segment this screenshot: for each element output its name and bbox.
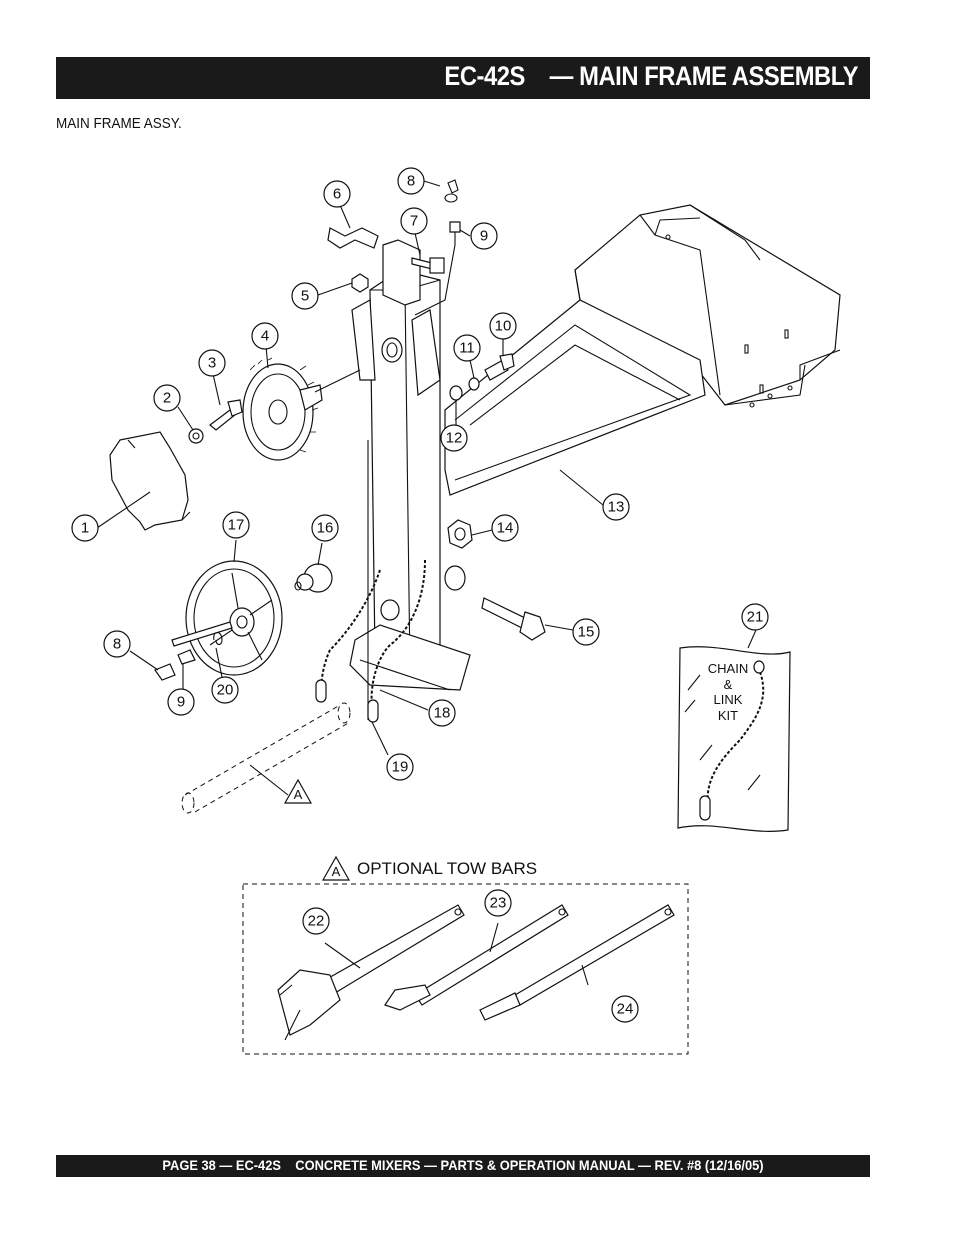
callout-24: 24 xyxy=(611,995,639,1023)
svg-text:11: 11 xyxy=(459,340,475,357)
callout-8-top: 8 xyxy=(397,167,425,195)
svg-text:23: 23 xyxy=(490,895,507,912)
drum-cover-part xyxy=(109,431,191,531)
vertical-post xyxy=(349,239,471,691)
callout-10: 10 xyxy=(489,312,517,340)
gear-part xyxy=(242,357,361,461)
optional-marker: A xyxy=(332,864,341,879)
section-subtitle: MAIN FRAME ASSY. xyxy=(56,115,182,132)
svg-text:9: 9 xyxy=(177,694,185,711)
callout-14: 14 xyxy=(491,514,519,542)
svg-text:4: 4 xyxy=(261,328,269,345)
svg-text:16: 16 xyxy=(317,520,334,537)
callout-19: 19 xyxy=(386,753,414,781)
callout-15: 15 xyxy=(572,618,600,646)
marker-a-label: A xyxy=(294,787,303,802)
chain-link-kit: CHAIN & LINK KIT xyxy=(677,646,791,832)
svg-text:2: 2 xyxy=(163,390,171,407)
handwheel-part xyxy=(171,560,333,676)
callout-1: 1 xyxy=(71,514,99,542)
optional-label: OPTIONAL TOW BARS xyxy=(357,859,537,878)
main-frame xyxy=(444,204,841,496)
callout-12: 12 xyxy=(440,424,468,452)
page-header: EC-42S — MAIN FRAME ASSEMBLY xyxy=(56,57,870,99)
kit-label-link: LINK xyxy=(714,692,743,707)
svg-text:21: 21 xyxy=(747,609,764,626)
svg-text:6: 6 xyxy=(333,186,341,203)
callout-11: 11 xyxy=(453,334,481,362)
svg-text:17: 17 xyxy=(228,517,245,534)
svg-text:8: 8 xyxy=(113,636,121,653)
tow-bar-outline: A xyxy=(181,702,351,814)
callout-2: 2 xyxy=(153,384,181,412)
svg-text:1: 1 xyxy=(81,520,89,537)
svg-text:22: 22 xyxy=(308,913,325,930)
callout-22: 22 xyxy=(302,907,330,935)
callout-7: 7 xyxy=(400,207,428,235)
kit-label-chain: CHAIN xyxy=(708,661,748,676)
callout-4: 4 xyxy=(251,322,279,350)
svg-text:10: 10 xyxy=(495,318,512,335)
svg-text:5: 5 xyxy=(301,288,309,305)
callout-20: 20 xyxy=(211,676,239,704)
svg-text:7: 7 xyxy=(410,213,418,230)
callout-8-left: 8 xyxy=(103,630,131,658)
svg-text:19: 19 xyxy=(392,759,409,776)
page-title: EC-42S — MAIN FRAME ASSEMBLY xyxy=(444,61,858,91)
svg-text:13: 13 xyxy=(608,499,625,516)
svg-text:14: 14 xyxy=(497,520,514,537)
callout-18: 18 xyxy=(428,699,456,727)
callout-9-top: 9 xyxy=(470,222,498,250)
callout-6: 6 xyxy=(323,180,351,208)
callout-23: 23 xyxy=(484,889,512,917)
svg-text:20: 20 xyxy=(217,682,234,699)
svg-text:12: 12 xyxy=(446,430,463,447)
callout-13: 13 xyxy=(602,493,630,521)
leader-lines xyxy=(96,180,757,720)
svg-text:3: 3 xyxy=(208,355,216,372)
page-footer: PAGE 38 — EC-42S CONCRETE MIXERS — PARTS… xyxy=(56,1155,870,1177)
svg-text:24: 24 xyxy=(617,1001,634,1018)
callout-3: 3 xyxy=(198,349,226,377)
svg-text:8: 8 xyxy=(407,173,415,190)
svg-text:15: 15 xyxy=(578,624,595,641)
callout-5: 5 xyxy=(291,282,319,310)
optional-box xyxy=(242,883,689,1055)
optional-tow-bars: A OPTIONAL TOW BARS xyxy=(242,855,689,1055)
footer-text: PAGE 38 — EC-42S CONCRETE MIXERS — PARTS… xyxy=(162,1157,764,1173)
callout-21: 21 xyxy=(741,603,769,631)
kit-label-kit: KIT xyxy=(718,708,738,723)
callout-9-left: 9 xyxy=(167,688,195,716)
fasteners xyxy=(154,179,546,681)
callout-17: 17 xyxy=(222,511,250,539)
callout-16: 16 xyxy=(311,514,339,542)
svg-text:18: 18 xyxy=(434,705,451,722)
kit-label-and: & xyxy=(724,677,733,692)
svg-text:9: 9 xyxy=(480,228,488,245)
